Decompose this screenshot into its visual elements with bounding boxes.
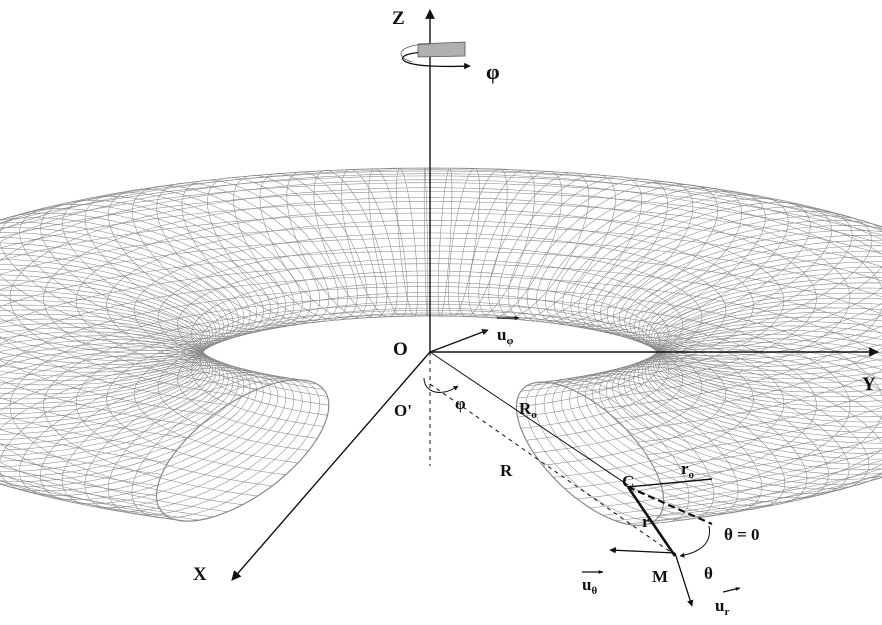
rotation-arrow-icon (400, 41, 471, 70)
phi-arc (423, 377, 459, 393)
theta-arc (679, 525, 711, 558)
distance-r-label: R (500, 461, 513, 480)
x-axis-line (231, 351, 431, 581)
minor-radius-line (627, 478, 713, 488)
theta-zero-dashed-line (627, 485, 713, 526)
minor-radius-label: ro (681, 459, 695, 481)
u-theta-label: uθ (582, 570, 604, 597)
phi-rotation-label: φ (486, 59, 500, 84)
u-phi-vector (429, 329, 489, 353)
x-axis-label: X (193, 564, 207, 585)
construction-lines (429, 351, 713, 557)
origin-label: O (393, 339, 408, 360)
y-axis-label: Y (862, 374, 876, 395)
phi-angle-label: φ (455, 394, 466, 413)
major-radius-label: Ro (519, 399, 537, 421)
theta-zero-label: θ = 0 (724, 525, 760, 544)
svg-text:ur: ur (715, 596, 729, 618)
radius-r-line (626, 486, 677, 557)
unit-vectors (429, 329, 694, 607)
labels: Z Y X φ O O' φ Ro R C ro r θ = 0 M θ uφ … (193, 8, 876, 618)
major-radius-line (429, 351, 629, 486)
distance-dashed-line (429, 383, 673, 554)
u-r-vector (674, 552, 694, 607)
svg-text:uθ: uθ (582, 575, 597, 597)
origin-prime-label: O' (394, 401, 412, 420)
u-phi-label: uφ (497, 316, 520, 347)
point-m-label: M (652, 567, 668, 586)
theta-label: θ (704, 564, 713, 583)
angle-arcs (423, 377, 711, 558)
radius-r-label: r (642, 512, 650, 531)
coordinate-axes (231, 9, 879, 581)
u-r-label: ur (715, 587, 741, 618)
z-axis-label: Z (392, 8, 405, 29)
point-c-label: C (622, 472, 634, 491)
torus-mesh (0, 166, 882, 526)
svg-text:uφ: uφ (497, 325, 513, 347)
u-theta-vector (609, 547, 676, 554)
